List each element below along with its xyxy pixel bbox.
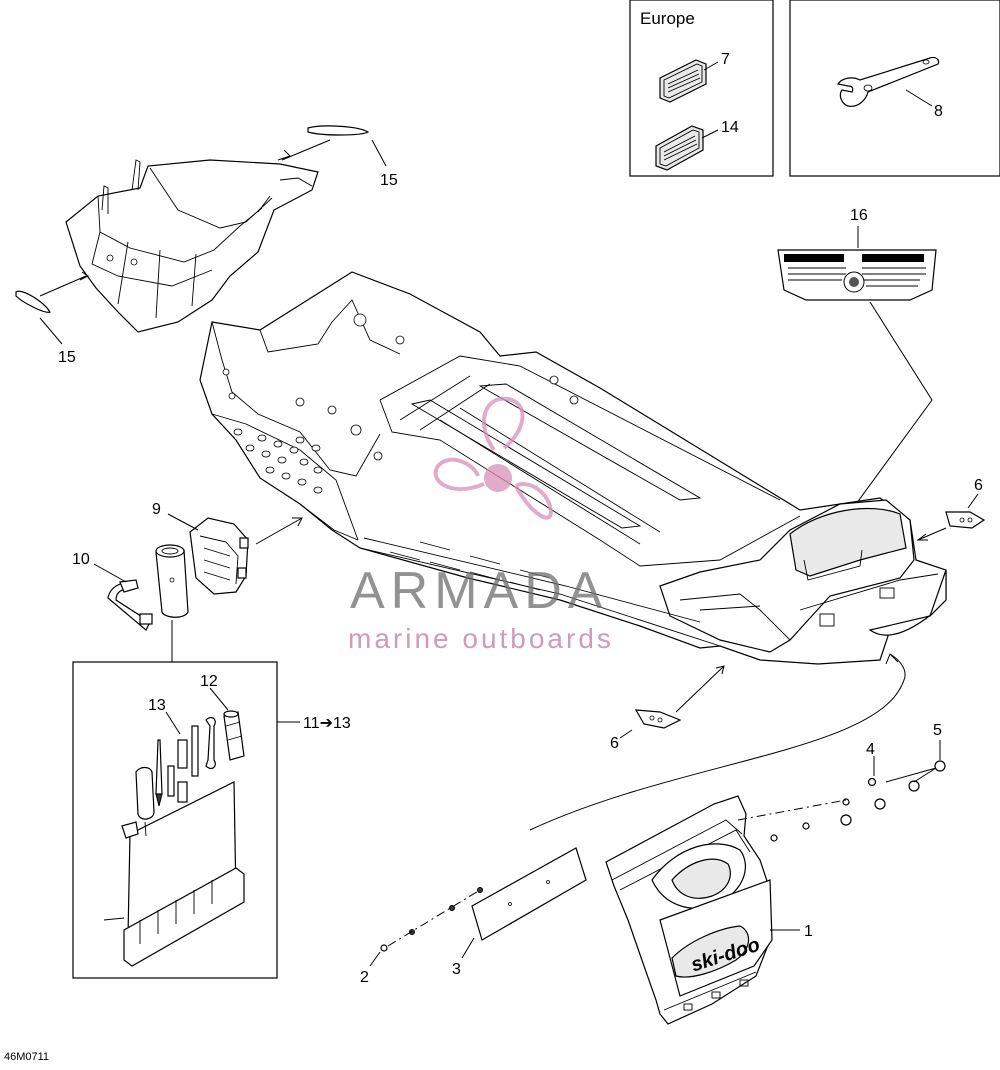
callout-9: 9 [152, 501, 161, 518]
mudflap-part-1: ski-doo [605, 795, 773, 1025]
diagram-code: 46M0711 [4, 1051, 49, 1063]
callout-10: 10 [72, 551, 90, 568]
callout-11-13: 11➔13 [303, 715, 351, 732]
callout-13: 13 [148, 697, 166, 714]
tool-kit-box: 11➔13 [72, 661, 351, 979]
callout-6-bottom: 6 [610, 735, 619, 752]
front-console-panel [65, 159, 319, 333]
washers-part-4 [770, 777, 877, 842]
reflector-part-14 [655, 125, 704, 171]
side-reflector-part-6-bottom [634, 709, 682, 729]
callout-8: 8 [934, 103, 943, 120]
screwdriver-tool [121, 766, 155, 839]
spark-plug-socket-part-12 [223, 710, 245, 761]
long-bit-tool-13 [155, 739, 163, 807]
tool-tube [155, 544, 189, 618]
side-reflector-part-6-right [945, 511, 986, 529]
callout-2: 2 [360, 969, 369, 986]
small-wrench-tool [205, 716, 216, 770]
wrench-inset-box: 8 [789, 0, 1000, 177]
callout-7: 7 [721, 51, 730, 68]
callout-15-lower: 15 [58, 349, 76, 366]
propeller-logo [433, 396, 553, 520]
callout-12: 12 [200, 673, 218, 690]
callout-1: 1 [804, 923, 813, 940]
europe-box-title: Europe [640, 9, 695, 28]
watermark-brand: ARMADA [350, 562, 608, 620]
spanner-wrench-part-8 [837, 56, 940, 107]
callout-5: 5 [933, 722, 942, 739]
callout-6-right: 6 [974, 477, 983, 494]
warning-label-part-16 [777, 249, 937, 301]
callout-15-upper: 15 [380, 172, 398, 189]
tool-strap-part-10 [107, 579, 153, 631]
callout-14: 14 [721, 119, 739, 136]
reflector-strip-part-15-upper [307, 125, 370, 136]
nuts-part-5 [840, 760, 946, 826]
running-board-holes [233, 428, 323, 494]
watermark-subtitle: marine outboards [348, 623, 614, 654]
callout-3: 3 [452, 961, 461, 978]
europe-inset-box: Europe 7 14 [629, 0, 774, 177]
armada-watermark: ARMADA marine outboards [348, 396, 614, 654]
callout-4: 4 [866, 741, 875, 758]
callout-16: 16 [850, 207, 868, 224]
backing-plate-part-3 [471, 847, 587, 941]
socket-tool [167, 725, 199, 803]
reflector-part-7 [659, 59, 707, 103]
reflector-strip-part-15-lower [15, 290, 51, 313]
tool-pouch-part-9 [189, 517, 249, 595]
chassis-frame [199, 271, 947, 665]
